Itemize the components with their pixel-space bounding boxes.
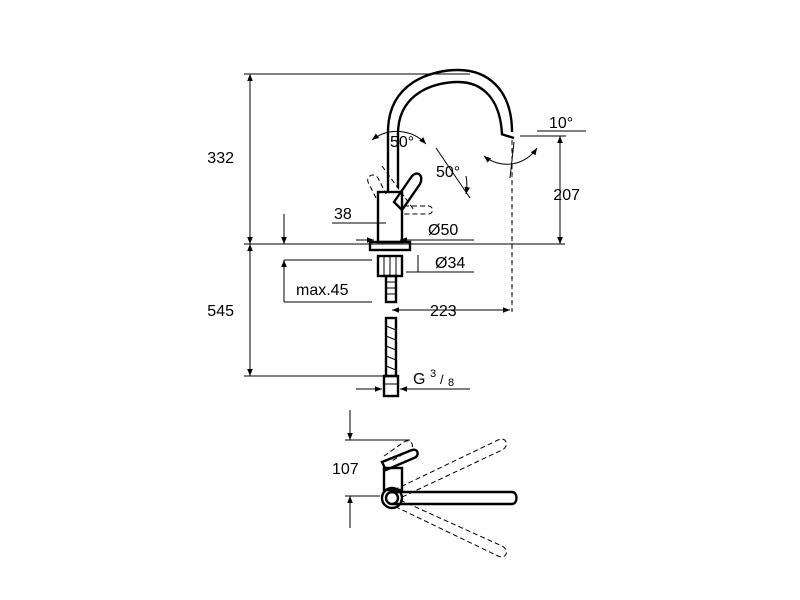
spout-swivel-lower (393, 499, 507, 558)
thread-denominator: 8 (448, 377, 454, 389)
angle-spout-arc (483, 147, 538, 165)
dimension-38-label: 38 (334, 206, 352, 223)
lever-ghost-left (367, 174, 387, 199)
dimension-223-label: 223 (430, 303, 457, 320)
spout-pivot-inner (384, 490, 400, 506)
dimension-332-label: 332 (207, 150, 234, 167)
dia34-label: Ø34 (435, 255, 465, 272)
lever-top-view (380, 448, 419, 472)
thread-slash: / (440, 372, 444, 387)
dimension-545-label: 545 (207, 303, 234, 320)
threaded-rod (384, 274, 398, 304)
spout-top-view (392, 490, 518, 506)
hose-braid-3 (385, 345, 397, 351)
angle-side-ray (435, 147, 471, 199)
spout-swivel-upper (393, 438, 507, 499)
angle-top-label: 50° (390, 134, 414, 151)
base-flange (368, 240, 412, 252)
thread-g-label: G (413, 371, 425, 388)
lever-ghost-right (404, 205, 433, 215)
body-top-view (382, 466, 404, 492)
spout-outer (386, 68, 514, 192)
dimension-207-label: 207 (553, 187, 580, 204)
angle-top-arc (371, 130, 427, 145)
spout-outlet (500, 132, 515, 140)
thread-numerator: 3 (430, 368, 436, 380)
lever-guide-dashed (381, 165, 415, 211)
lever-top-ghost (383, 440, 413, 463)
spout-pivot-outer (380, 486, 404, 510)
dia50-label: Ø50 (428, 222, 458, 239)
hose-braid-1 (385, 325, 397, 331)
lever-handle (392, 172, 423, 212)
hose-connector (382, 374, 400, 398)
side-view: 332 545 207 max.45 38 Ø50 Ø34 223 G (207, 68, 586, 398)
angle-spout-label: 10° (549, 115, 573, 132)
spout-inner (396, 80, 504, 188)
hose-braid-4 (385, 355, 397, 361)
hose-braid-5 (385, 365, 397, 371)
hose-braid-2 (385, 335, 397, 341)
angle-side-label: 50° (436, 164, 460, 181)
angle-side-arc (464, 175, 471, 195)
faucet-body (376, 190, 404, 244)
max45-label: max.45 (296, 282, 349, 299)
dimension-107-label: 107 (332, 461, 359, 478)
top-view: 107 (332, 410, 518, 558)
